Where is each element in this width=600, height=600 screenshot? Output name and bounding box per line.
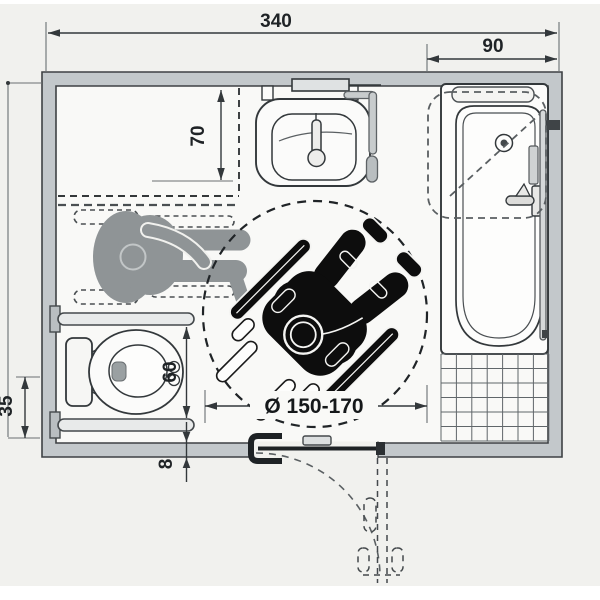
seated-user-figure [93, 211, 251, 310]
toilet-grab-bars [49, 305, 195, 439]
bathtub-headrest [451, 86, 535, 103]
tiled-floor [440, 353, 550, 442]
dimension-340: 340 [45, 11, 560, 71]
washbasin-support-rail [343, 90, 379, 183]
dimension-label-70: 70 [188, 125, 209, 146]
grab-bar-top [57, 312, 195, 326]
turning-circle-dimension: Ø 150-170 [204, 385, 428, 423]
turning-circle [201, 199, 429, 429]
dimension-label-8: 8 [156, 459, 177, 470]
door-open-dashed [357, 458, 404, 583]
dimension-label-35: 35 [0, 395, 17, 417]
dimension-35: 35 [0, 81, 42, 439]
wheelchair-user-figure [215, 216, 423, 421]
toilet [65, 329, 184, 415]
door-swing-arc [255, 452, 381, 578]
washbasin [255, 85, 371, 187]
dimension-70: 70 [152, 90, 233, 182]
dimension-label-60: 60 [160, 361, 181, 382]
dimension-label-340: 340 [260, 11, 292, 32]
dimension-8: 8 [156, 422, 191, 482]
dimension-60: 60 [160, 327, 191, 418]
dimension-label-90: 90 [482, 36, 503, 57]
wheelchair-user-head [283, 314, 324, 355]
clearance-guides [58, 88, 240, 197]
door-hinge [376, 442, 385, 455]
bathtub [427, 83, 560, 355]
door-handle [302, 435, 332, 446]
bathtub-grab-rail [528, 109, 560, 341]
bathtub-drain-icon [494, 133, 514, 153]
door-frame-bracket [248, 433, 282, 464]
dimension-label-turning-circle: Ø 150-170 [264, 395, 363, 418]
bathtub-transfer-zone-dashed [427, 91, 547, 219]
wall-shelf [291, 78, 381, 92]
door [248, 433, 404, 583]
dimension-90: 90 [426, 36, 557, 72]
grab-bar-bottom [57, 418, 195, 432]
